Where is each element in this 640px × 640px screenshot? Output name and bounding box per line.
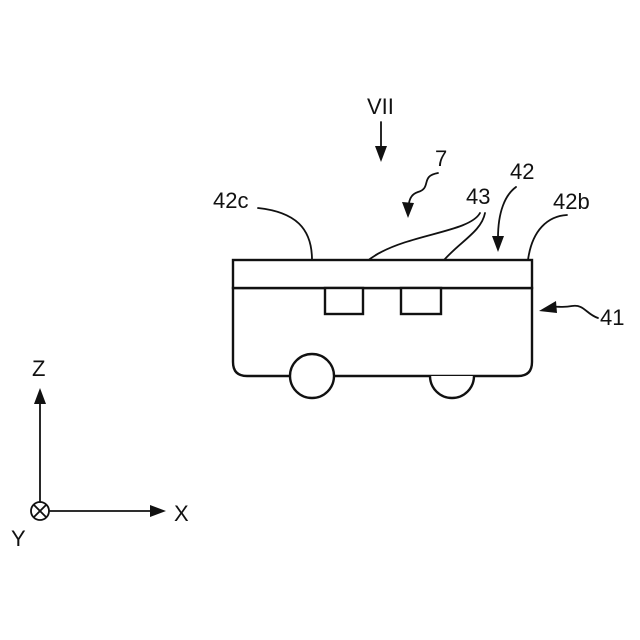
view-label: VII (367, 94, 394, 119)
ref-43-label: 43 (466, 184, 490, 209)
component-43-right (401, 288, 441, 314)
ref-7-label: 7 (435, 146, 447, 171)
ref-42-arrow (492, 187, 516, 252)
ref-42c-leader (258, 208, 312, 260)
axis-x-label: X (174, 501, 189, 526)
ref-42b-label: 42b (553, 189, 590, 214)
ref-41-label: 41 (600, 305, 624, 330)
component-43-left (325, 288, 363, 314)
axis-indicator (31, 388, 166, 520)
axis-z-label: Z (32, 356, 45, 381)
ref-42c-label: 42c (213, 188, 248, 213)
view-arrow (375, 122, 387, 162)
rear-wheel (430, 376, 474, 398)
top-plate (233, 260, 532, 288)
axis-y-label: Y (11, 526, 26, 551)
ref-41-arrow (539, 301, 598, 318)
ref-7-arrow (402, 173, 438, 218)
cart-body (233, 288, 532, 376)
ref-42-label: 42 (510, 159, 534, 184)
ref-42b-leader (528, 215, 567, 260)
